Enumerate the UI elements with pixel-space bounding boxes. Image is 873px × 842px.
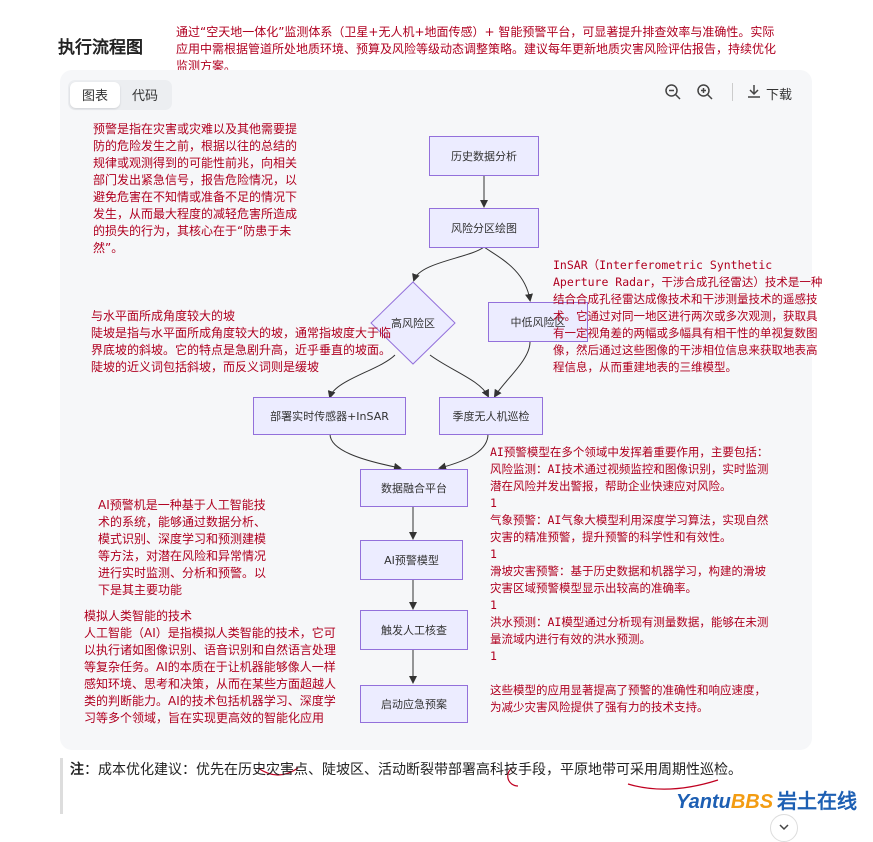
zoom-out-icon[interactable]	[664, 83, 682, 101]
ai-models-marker: 1	[490, 547, 497, 561]
footer-note: 注：成本优化建议：优先在历史灾害点、陡坡区、活动断裂带部署高科技手段，平原地带可…	[70, 758, 810, 782]
zoom-in-icon[interactable]	[696, 83, 714, 101]
ai-models-item: 风险监测：AI技术通过视频监控和图像识别，实时监测潜在风险并发出警报，帮助企业快…	[490, 462, 769, 493]
ai-models-item: 气象预警：AI气象大模型利用深度学习算法，实现自然灾害的精准预警，提升预警的科学…	[490, 513, 769, 544]
node-emergency-plan[interactable]: 启动应急预案	[360, 685, 468, 723]
quote-bar	[60, 758, 63, 814]
ai-models-summary: 这些模型的应用显著提高了预警的准确性和响应速度，为减少灾害风险提供了强有力的技术…	[490, 683, 766, 714]
node-uav[interactable]: 季度无人机巡检	[439, 397, 543, 435]
download-icon	[746, 83, 762, 103]
download-button[interactable]: 下载	[746, 83, 792, 103]
page-title: 执行流程图	[58, 38, 143, 58]
download-label: 下载	[766, 87, 793, 103]
note-warning: 预警是指在灾害或灾难以及其他需要提防的危险发生之前，根据以往的总结的规律或观测得…	[93, 122, 298, 255]
scroll-down-button[interactable]	[770, 814, 798, 842]
toolbar-divider	[732, 83, 733, 101]
note-insar: InSAR（Interferometric Synthetic Aperture…	[553, 258, 823, 374]
ai-models-marker: 1	[490, 496, 497, 510]
node-mid-low-text: 中低风险区	[510, 316, 566, 329]
node-manual-check[interactable]: 触发人工核查	[360, 610, 468, 650]
node-mid-low-risk[interactable]: 中低风险区	[488, 302, 588, 342]
header-description: 通过“空天地一体化”监测体系（卫星+无人机+地面传感）+ 智能预警平台，可显著提…	[176, 25, 777, 73]
tab-code[interactable]: 代码	[132, 89, 159, 104]
ai-models-item: 滑坡灾害预警：基于历史数据和机器学习，构建的滑坡灾害区域预警模型显示出较高的准确…	[490, 564, 766, 595]
node-ai-model[interactable]: AI预警模型	[360, 540, 463, 580]
tab-chart[interactable]: 图表	[70, 82, 121, 108]
note-ai-models: AI预警模型在多个领域中发挥着重要作用，主要包括： 风险监测：AI技术通过视频监…	[490, 444, 775, 716]
footer-note-label: 注	[70, 762, 84, 778]
note-ai-warning-system: AI预警机是一种基于人工智能技术的系统，能够通过数据分析、模式识别、深度学习和预…	[98, 498, 267, 597]
high-risk-diamond	[370, 281, 456, 365]
chevron-down-icon	[778, 821, 790, 836]
ai-models-marker: 1	[490, 649, 497, 663]
node-high-risk[interactable]: 高风险区	[391, 317, 435, 330]
note-ai-definition: 模拟人类智能的技术 人工智能（AI）是指模拟人类智能的技术，它可以执行诸如图像识…	[84, 609, 337, 725]
ai-models-item: 洪水预测：AI模型通过分析现有测量数据，能够在未测量流域内进行有效的洪水预测。	[490, 615, 769, 646]
ai-models-marker: 1	[490, 598, 497, 612]
view-tabs: 图表 代码	[68, 80, 173, 110]
node-history[interactable]: 历史数据分析	[429, 136, 539, 176]
node-fusion[interactable]: 数据融合平台	[360, 469, 468, 507]
note-steep-slope: 与水平面所成角度较大的坡 陡坡是指与水平面所成角度较大的坡，通常指坡度大于临界底…	[91, 309, 392, 374]
node-sensors[interactable]: 部署实时传感器+InSAR	[253, 397, 406, 435]
footer-note-text: ：成本优化建议：优先在历史灾害点、陡坡区、活动断裂带部署高科技手段，平原地带可采…	[84, 762, 742, 778]
node-zoning[interactable]: 风险分区绘图	[429, 208, 539, 248]
ai-models-intro: AI预警模型在多个领域中发挥着重要作用，主要包括：	[490, 445, 769, 459]
